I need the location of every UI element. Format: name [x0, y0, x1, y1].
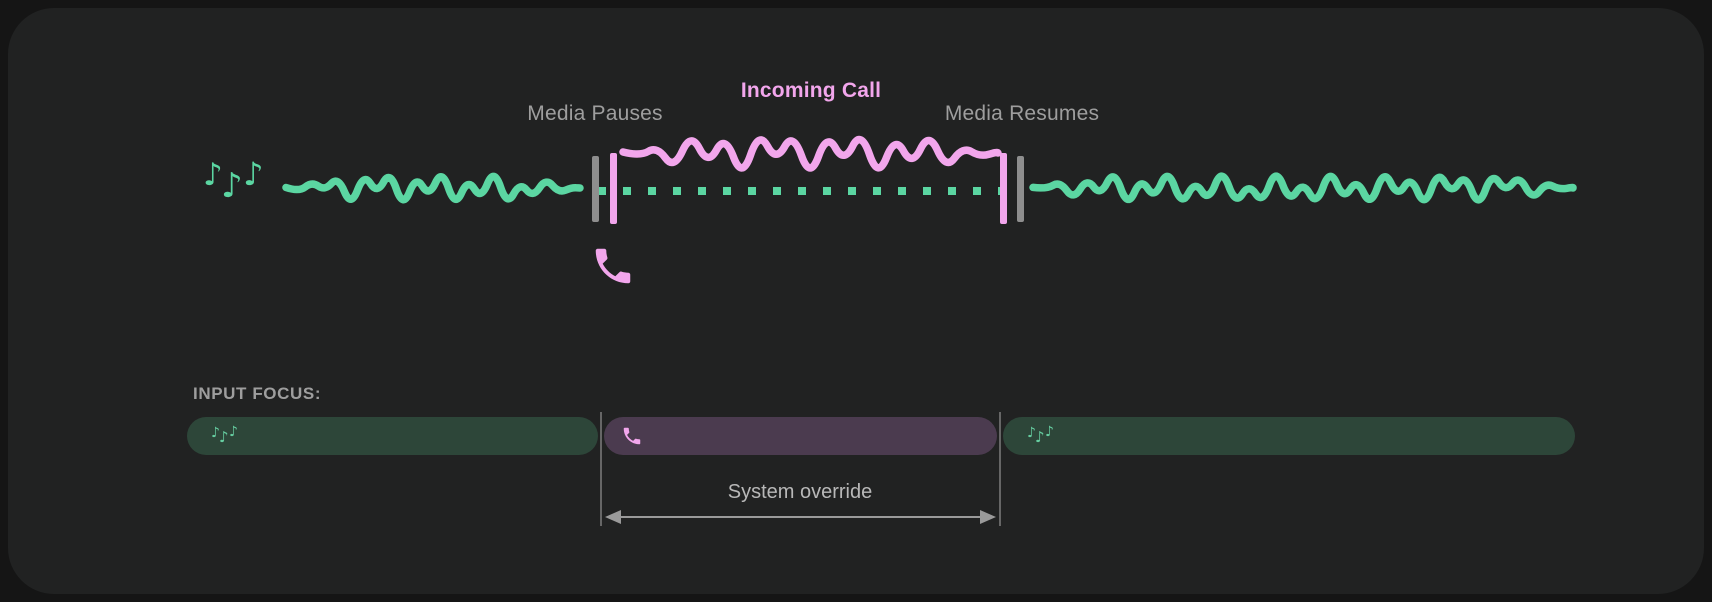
- music-note-glyph: ♪: [221, 166, 243, 206]
- resume-barrier-pink: [1000, 153, 1007, 224]
- pause-barrier-pink: [610, 153, 617, 224]
- media-waveform-after: [1029, 172, 1577, 204]
- music-note-glyph: ♪: [203, 157, 223, 193]
- media-pauses-label: Media Pauses: [527, 102, 663, 125]
- focus-bar-media-before: ♪ ♪ ♪: [187, 417, 598, 455]
- music-notes-icon: ♪ ♪ ♪: [203, 152, 275, 218]
- resume-barrier-gray: [1017, 156, 1024, 222]
- phone-icon: [621, 425, 643, 447]
- music-note-glyph: ♪: [229, 424, 238, 440]
- music-notes-icon: ♪ ♪ ♪: [211, 422, 241, 450]
- pause-barrier-gray: [592, 156, 599, 222]
- media-resumes-label: Media Resumes: [944, 102, 1100, 125]
- music-note-glyph: ♪: [1035, 428, 1045, 446]
- music-note-glyph: ♪: [1027, 425, 1036, 441]
- music-note-glyph: ♪: [1045, 424, 1054, 440]
- incoming-call-label: Incoming Call: [740, 79, 882, 102]
- music-note-glyph: ♪: [211, 425, 220, 441]
- phone-icon: [590, 243, 636, 289]
- system-override-label: System override: [727, 481, 873, 503]
- diagram-card: [8, 8, 1704, 594]
- media-waveform-before: [282, 172, 584, 204]
- call-waveform: [619, 135, 1002, 172]
- focus-bar-media-after: ♪ ♪ ♪: [1003, 417, 1575, 455]
- system-override-arrow: [605, 510, 996, 524]
- focus-bar-incoming-call: [604, 417, 997, 455]
- input-focus-heading: INPUT FOCUS:: [193, 384, 322, 403]
- music-notes-icon: ♪ ♪ ♪: [1027, 422, 1057, 450]
- music-note-glyph: ♪: [219, 428, 229, 446]
- music-note-glyph: ♪: [243, 155, 264, 193]
